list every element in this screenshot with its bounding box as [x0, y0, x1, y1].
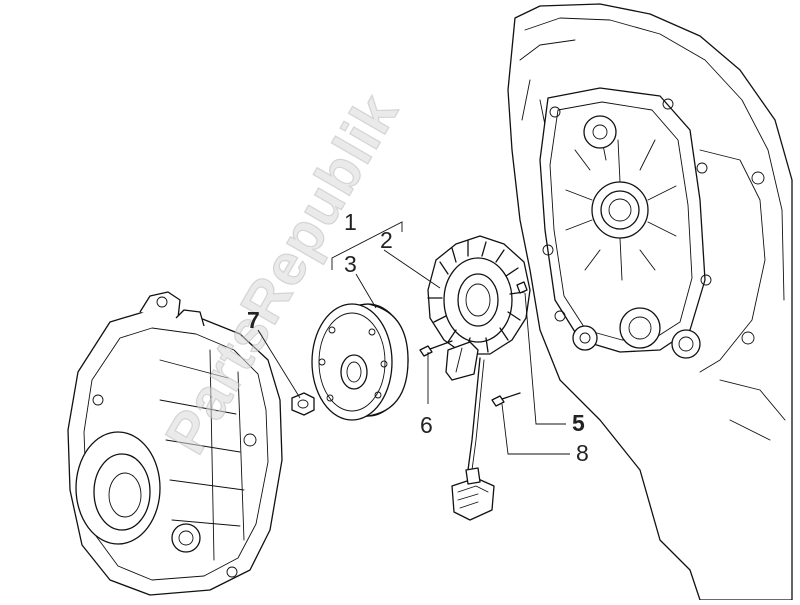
- stator-screw: [419, 340, 453, 357]
- callout-3: 3: [344, 251, 357, 277]
- callout-6: 6: [420, 412, 433, 438]
- engine-crankcase: [507, 3, 793, 601]
- stator: [427, 235, 531, 521]
- callout-8: 8: [576, 440, 589, 466]
- flywheel-nut: [291, 392, 315, 416]
- callout-5: 5: [572, 410, 585, 436]
- callout-2: 2: [380, 227, 393, 253]
- callout-7: 7: [247, 307, 260, 333]
- callout-1: 1: [344, 209, 357, 235]
- woodruff-key: [516, 281, 528, 294]
- leader-lines: [257, 221, 570, 455]
- pickup-screw: [491, 392, 521, 407]
- flywheel-rotor: [311, 303, 409, 421]
- flywheel-cover: [67, 291, 283, 596]
